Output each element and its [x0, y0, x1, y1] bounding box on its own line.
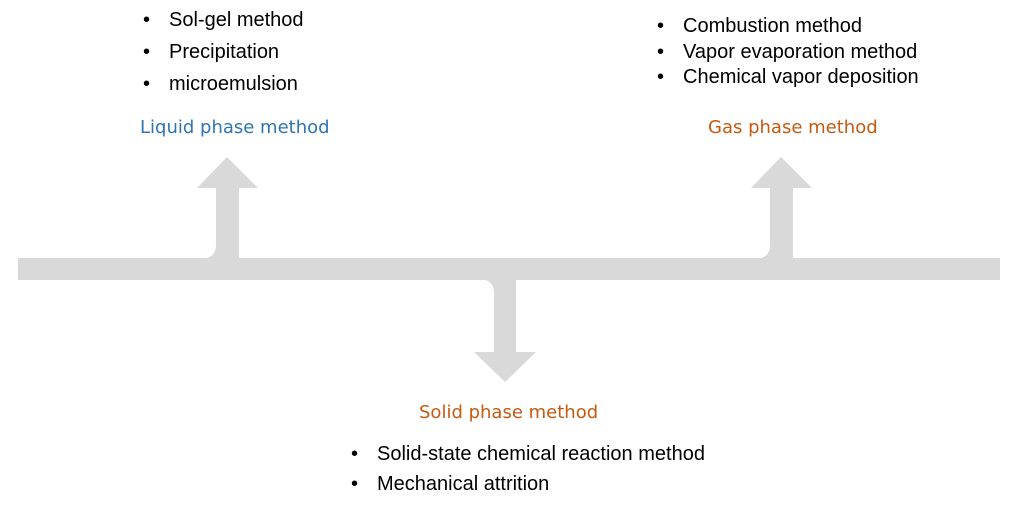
gas-method-list: Combustion method Vapor evaporation meth… — [657, 14, 919, 91]
liquid-phase-heading: Liquid phase method — [140, 117, 330, 138]
list-item: Solid-state chemical reaction method — [351, 439, 705, 469]
list-item: Sol-gel method — [143, 4, 304, 36]
gas-branch-arrow — [751, 157, 812, 259]
list-item: Chemical vapor deposition — [657, 65, 919, 91]
solid-phase-heading: Solid phase method — [419, 402, 599, 423]
list-item: Combustion method — [657, 14, 919, 40]
solid-method-list: Solid-state chemical reaction method Mec… — [351, 439, 705, 499]
list-item: microemulsion — [143, 68, 304, 100]
list-item: Mechanical attrition — [351, 469, 705, 499]
liquid-branch-arrow — [197, 157, 258, 259]
liquid-method-list: Sol-gel method Precipitation microemulsi… — [143, 4, 304, 100]
list-item: Vapor evaporation method — [657, 40, 919, 66]
solid-branch-arrow — [474, 279, 536, 382]
gas-phase-heading: Gas phase method — [708, 117, 878, 138]
list-item: Precipitation — [143, 36, 304, 68]
main-trunk-bar — [18, 258, 1000, 280]
